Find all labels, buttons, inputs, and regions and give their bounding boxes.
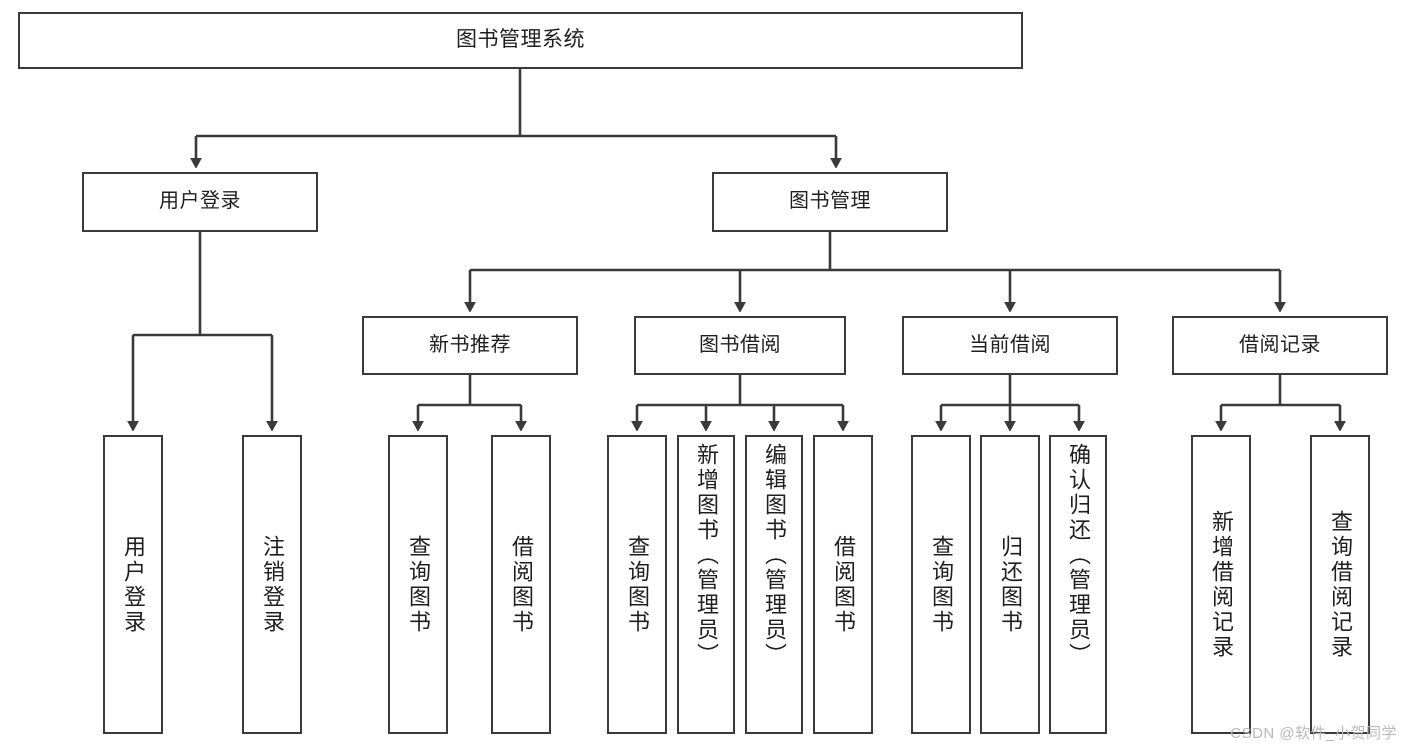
leaf-new-book-borrow[interactable]: 借阅图书 (491, 435, 551, 734)
leaf-add-borrow-record-label: 新增借阅记录 (1209, 509, 1234, 660)
node-user-login-label: 用户登录 (159, 190, 241, 213)
node-new-book-recommend[interactable]: 新书推荐 (362, 316, 578, 375)
leaf-borrow-book[interactable]: 借阅图书 (813, 435, 873, 734)
leaf-current-query-book-label: 查询图书 (929, 534, 954, 635)
leaf-confirm-return-admin[interactable]: 确认归还（管理员） (1049, 435, 1107, 734)
leaf-add-borrow-record[interactable]: 新增借阅记录 (1191, 435, 1251, 734)
node-current-borrow[interactable]: 当前借阅 (902, 316, 1118, 375)
leaf-query-borrow-record-label: 查询借阅记录 (1328, 509, 1353, 660)
leaf-user-logout-label: 注销登录 (260, 534, 285, 635)
leaf-return-book-label: 归还图书 (998, 534, 1023, 635)
node-book-borrow-label: 图书借阅 (699, 333, 781, 356)
leaf-user-login-label: 用户登录 (121, 534, 146, 635)
leaf-query-borrow-record[interactable]: 查询借阅记录 (1310, 435, 1370, 734)
node-new-book-recommend-label: 新书推荐 (429, 333, 511, 356)
node-user-login[interactable]: 用户登录 (82, 172, 318, 232)
leaf-borrow-book-label: 借阅图书 (831, 534, 856, 635)
leaf-new-book-borrow-label: 借阅图书 (509, 534, 534, 635)
leaf-add-book-admin-label: 新增图书（管理员） (694, 443, 719, 668)
leaf-return-book[interactable]: 归还图书 (980, 435, 1040, 734)
leaf-new-book-query[interactable]: 查询图书 (388, 435, 448, 734)
leaf-edit-book-admin[interactable]: 编辑图书（管理员） (745, 435, 803, 734)
watermark-text: CSDN @软件_小贺同学 (1230, 725, 1397, 742)
node-book-management-label: 图书管理 (789, 190, 871, 213)
node-root-system[interactable]: 图书管理系统 (18, 12, 1023, 69)
leaf-borrow-query-book[interactable]: 查询图书 (607, 435, 667, 734)
node-borrow-record-label: 借阅记录 (1239, 333, 1321, 356)
node-borrow-record[interactable]: 借阅记录 (1172, 316, 1388, 375)
leaf-user-logout[interactable]: 注销登录 (242, 435, 302, 734)
leaf-new-book-query-label: 查询图书 (406, 534, 431, 635)
node-book-management[interactable]: 图书管理 (712, 172, 948, 232)
leaf-confirm-return-admin-label: 确认归还（管理员） (1066, 443, 1091, 668)
leaf-add-book-admin[interactable]: 新增图书（管理员） (677, 435, 735, 734)
node-root-system-label: 图书管理系统 (456, 28, 585, 52)
leaf-borrow-query-book-label: 查询图书 (625, 534, 650, 635)
leaf-current-query-book[interactable]: 查询图书 (911, 435, 971, 734)
node-current-borrow-label: 当前借阅 (969, 333, 1051, 356)
leaf-edit-book-admin-label: 编辑图书（管理员） (762, 443, 787, 668)
node-book-borrow[interactable]: 图书借阅 (634, 316, 846, 375)
leaf-user-login[interactable]: 用户登录 (103, 435, 163, 734)
